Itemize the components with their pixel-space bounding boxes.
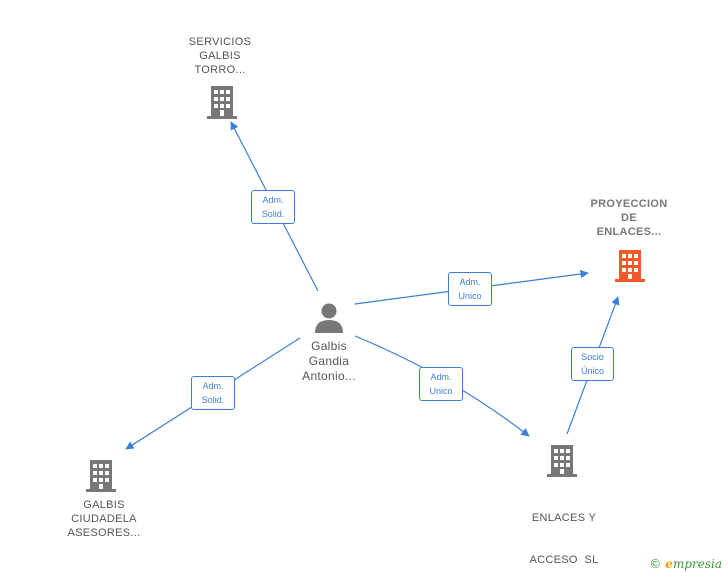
node-label-line: ACCESO SL: [529, 554, 599, 566]
building-highlight-icon[interactable]: [615, 250, 645, 282]
node-label-ciudadela[interactable]: GALBIS CIUDADELA ASESORES...: [49, 498, 159, 540]
copyright-symbol: ©: [649, 557, 662, 571]
node-label-line: GALBIS: [199, 50, 241, 62]
node-label-line: ENLACES...: [596, 226, 662, 238]
building-icon[interactable]: [86, 460, 116, 492]
node-label-line: Gandia: [308, 354, 350, 368]
node-label-proyeccion[interactable]: PROYECCION DE ENLACES...: [574, 197, 684, 239]
edge-label-socio[interactable]: Socio Único: [571, 347, 614, 381]
node-label-line: GALBIS: [83, 499, 125, 511]
edge-label-line: Socio: [581, 352, 604, 362]
node-label-person[interactable]: Galbis Gandia Antonio...: [279, 339, 379, 384]
building-icon[interactable]: [547, 445, 577, 477]
edge-label-line: Unico: [429, 386, 453, 396]
node-label-line: ASESORES...: [67, 527, 141, 539]
empresia-watermark: ©empresia: [649, 557, 722, 571]
edge-label-line: Solid.: [261, 209, 285, 219]
node-label-line: DE: [621, 212, 637, 224]
edge-label-line: Adm.: [202, 381, 224, 391]
person-icon[interactable]: [315, 303, 343, 334]
edge-label-servicios[interactable]: Adm. Solid.: [251, 190, 295, 224]
node-label-line: ENLACES Y: [531, 512, 597, 524]
building-icon[interactable]: [207, 86, 237, 119]
edge-label-enlaces[interactable]: Adm. Unico: [419, 367, 463, 401]
node-label-servicios[interactable]: SERVICIOS GALBIS TORRO...: [170, 35, 270, 77]
node-label-enlaces[interactable]: ENLACES Y ACCESO SL: [509, 483, 619, 581]
edge-label-line: Solid.: [201, 395, 225, 405]
edge-label-line: Único: [580, 366, 604, 376]
edge-label-line: Unico: [458, 291, 482, 301]
node-label-line: CIUDADELA: [71, 513, 137, 525]
node-label-line: TORRO...: [194, 64, 246, 76]
edge-label-line: Adm.: [459, 277, 481, 287]
node-label-line: PROYECCION: [590, 198, 668, 210]
edge-label-proyeccion[interactable]: Adm. Unico: [448, 272, 492, 306]
brand-initial: e: [665, 557, 673, 571]
edge-label-line: Adm.: [262, 195, 284, 205]
node-label-line: SERVICIOS: [188, 36, 252, 48]
node-label-line: Antonio...: [302, 369, 356, 383]
edge-label-line: Adm.: [430, 372, 452, 382]
edge-label-ciudadela[interactable]: Adm. Solid.: [191, 376, 235, 410]
node-label-line: Galbis: [311, 339, 347, 353]
brand-name: mpresia: [672, 557, 722, 571]
